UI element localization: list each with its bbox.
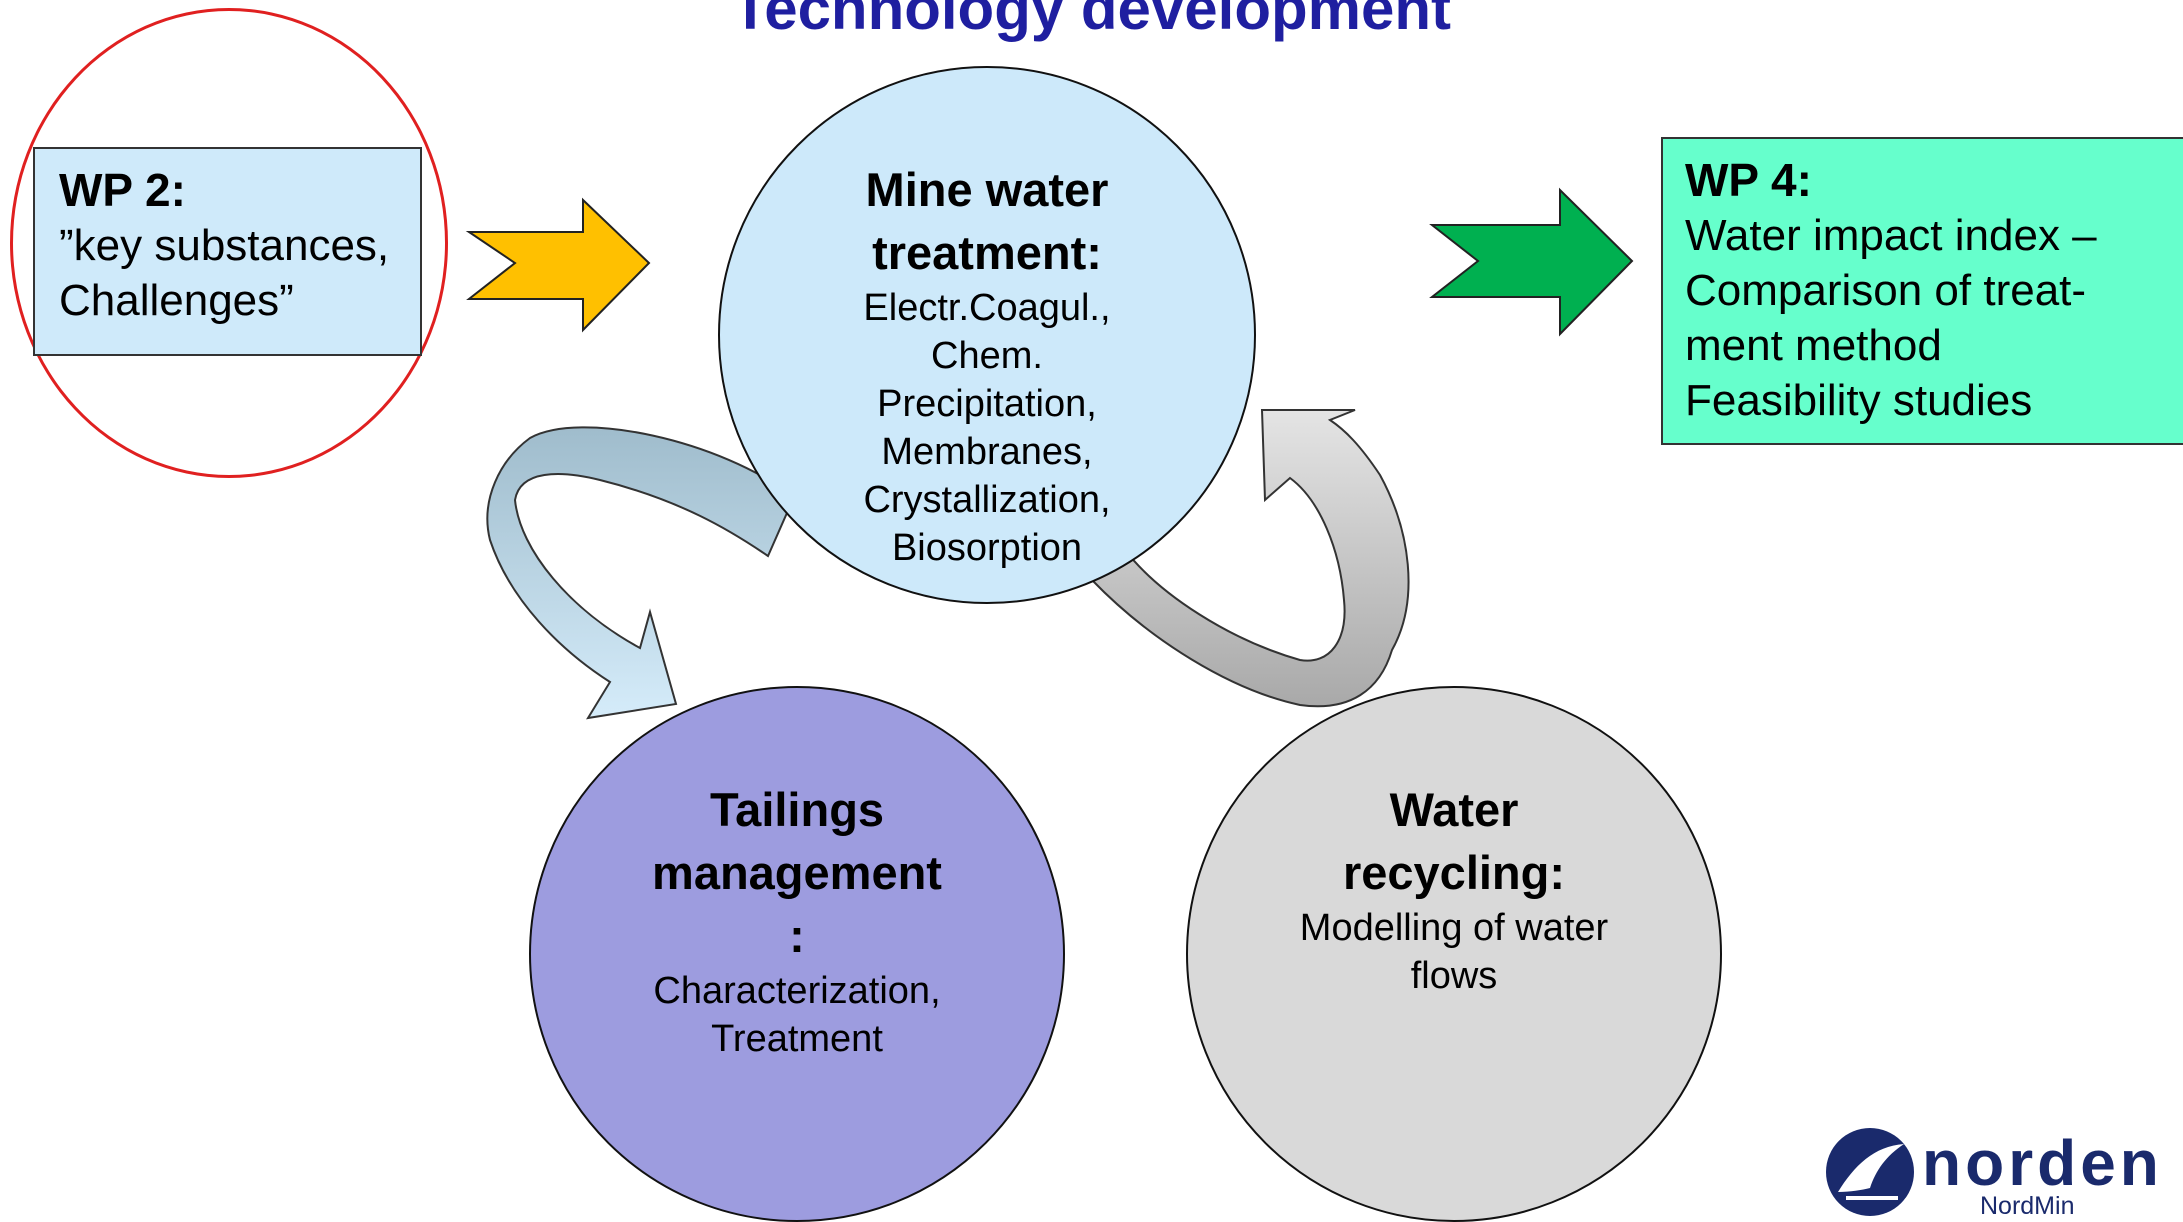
arrow-wp2-to-mine-water (465, 197, 651, 333)
mine-water-method: Biosorption (891, 527, 1083, 569)
arrow-mine-water-to-wp4 (1429, 187, 1634, 337)
tailings-item: Treatment (711, 1018, 883, 1060)
swan-icon (1826, 1128, 1914, 1216)
logo-wordmark: norden (1922, 1127, 2163, 1199)
wp2-title: WP 2: (59, 164, 186, 216)
wp2-box: WP 2: ”key substances, Challenges” (33, 147, 422, 356)
wp2-highlight-ring (10, 8, 448, 478)
mine-water-method: Chem. (931, 335, 1043, 377)
mine-water-treatment-circle: Mine water treatment: Electr.Coagul., Ch… (718, 66, 1256, 604)
tailings-management-circle: Tailings management : Characterization, … (529, 686, 1065, 1222)
wp4-line: Comparison of treat- (1685, 266, 2087, 315)
wp4-line: Feasibility studies (1685, 376, 2033, 425)
tailings-title: management (652, 846, 942, 899)
page-title: Technology development (732, 0, 1451, 42)
wp4-box: WP 4: Water impact index – Comparison of… (1661, 137, 2183, 445)
mine-water-method: Precipitation, (877, 383, 1097, 425)
curved-arrow-mine-to-tailings (486, 426, 796, 720)
mine-water-title: treatment: (872, 226, 1102, 279)
curved-arrow-recycling-to-mine (1090, 409, 1410, 708)
wp4-line: Water impact index – (1685, 211, 2097, 260)
mine-water-method: Membranes, (881, 431, 1093, 473)
wp2-line: ”key substances, (59, 221, 390, 270)
recycling-title: recycling: (1342, 846, 1566, 899)
wp2-line: Challenges” (59, 276, 294, 325)
water-recycling-circle: Water recycling: Modelling of water flow… (1186, 686, 1722, 1222)
logo-subtitle: NordMin (1980, 1192, 2075, 1220)
recycling-item: Modelling of water (1299, 907, 1609, 949)
mine-water-method: Crystallization, (863, 479, 1111, 521)
recycling-title: Water (1389, 783, 1519, 836)
tailings-item: Characterization, (653, 970, 941, 1012)
tailings-title: : (789, 909, 805, 962)
norden-logo: norden NordMin (1824, 1126, 2183, 1220)
wp4-title: WP 4: (1685, 154, 1812, 206)
mine-water-method: Electr.Coagul., (863, 287, 1111, 329)
mine-water-title: Mine water (865, 163, 1109, 216)
tailings-title: Tailings (709, 783, 885, 836)
wp4-line: ment method (1685, 321, 1942, 370)
recycling-item: flows (1410, 955, 1498, 997)
